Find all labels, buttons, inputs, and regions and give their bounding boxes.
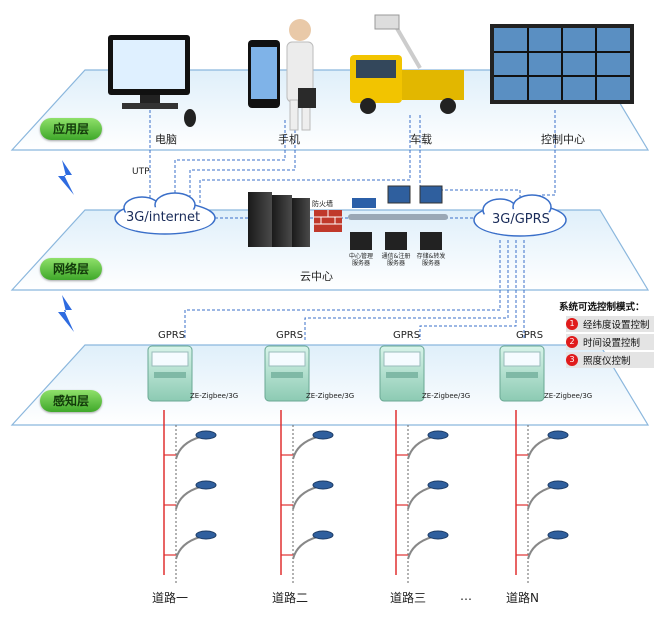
- gprs-label: GPRS: [393, 330, 421, 341]
- phone-icon: [248, 40, 280, 108]
- layer-badge-application: 应用层: [40, 118, 102, 140]
- lamp-arm: [527, 436, 553, 460]
- lamp-head-icon: [427, 430, 449, 440]
- lamp-arm: [407, 436, 433, 460]
- gateway-model-label: ZE-Zigbee/3G: [190, 392, 239, 400]
- lamp-arm: [292, 536, 318, 560]
- lamp-arm: [527, 486, 553, 510]
- gateways: [147, 345, 545, 402]
- lamp-arm: [527, 536, 553, 560]
- server-label: 通信&注册 服务器: [381, 253, 411, 267]
- road-label: 道路一: [152, 591, 189, 605]
- lamp-arm: [175, 436, 201, 460]
- layer-badge-network: 网络层: [40, 258, 102, 280]
- gprs-label: GPRS: [158, 330, 186, 341]
- gateway-device-icon: [499, 345, 545, 402]
- lamp-arm: [175, 536, 201, 560]
- lamp-head-icon: [312, 430, 334, 440]
- road-ellipsis: …: [460, 589, 472, 603]
- computer-icon: [108, 35, 196, 127]
- gprs-label: GPRS: [516, 330, 544, 341]
- gateway-device-icon: [379, 345, 425, 402]
- lamp-head-icon: [312, 480, 334, 490]
- lamp-arm: [292, 486, 318, 510]
- firewall-icon: [314, 210, 342, 232]
- mode-item: 3 照度仪控制: [566, 352, 654, 368]
- cloud-3g-internet: [114, 192, 216, 235]
- gateway-device-icon: [264, 345, 310, 402]
- label-vehicle: 车载: [410, 133, 432, 146]
- wireless-bolt-icon: [58, 295, 74, 332]
- road-label: 道路三: [390, 591, 427, 605]
- cloud-3g-gprs: [473, 194, 567, 237]
- lamp-head-icon: [195, 430, 217, 440]
- gateway-model-label: ZE-Zigbee/3G: [544, 392, 593, 400]
- network-switch-icon: [348, 185, 448, 220]
- cloud-label-gprs: 3G/GPRS: [492, 212, 550, 227]
- businessman-icon: [286, 19, 316, 131]
- gprs-label: GPRS: [276, 330, 304, 341]
- server-unit-icon: [350, 232, 442, 250]
- gateway-model-label: ZE-Zigbee/3G: [306, 392, 355, 400]
- label-cloud-center: 云中心: [300, 270, 333, 283]
- label-firewall: 防火墙: [312, 200, 333, 208]
- server-label: 中心管理 服务器: [348, 253, 373, 267]
- gateway-device-icon: [147, 345, 193, 402]
- road-label: 道路二: [272, 591, 309, 605]
- wireless-bolt-icon: [58, 160, 74, 195]
- lamp-arm: [292, 436, 318, 460]
- mode-label: 经纬度设置控制: [583, 320, 650, 331]
- gateway-model-label: ZE-Zigbee/3G: [422, 392, 471, 400]
- mode-label: 时间设置控制: [583, 338, 641, 349]
- lamp-head-icon: [312, 530, 334, 540]
- lamp-head-icon: [195, 480, 217, 490]
- mode-item: 2 时间设置控制: [566, 334, 654, 350]
- mode-number: 1: [566, 318, 578, 330]
- lamp-head-icon: [547, 530, 569, 540]
- label-utp: UTP: [132, 167, 150, 177]
- label-phone: 手机: [278, 133, 300, 146]
- lamp-arm: [407, 486, 433, 510]
- bucket-truck-icon: [350, 14, 464, 114]
- mode-number: 2: [566, 336, 578, 348]
- lamp-arm: [407, 536, 433, 560]
- lamp-arm: [175, 486, 201, 510]
- lamp-head-icon: [547, 480, 569, 490]
- mode-item: 1 经纬度设置控制: [566, 316, 654, 332]
- layer-badge-perception: 感知层: [40, 390, 102, 412]
- street-lights: [163, 410, 569, 585]
- lamp-head-icon: [195, 530, 217, 540]
- mode-label: 照度仪控制: [583, 356, 631, 367]
- cloud-label-internet: 3G/internet: [126, 210, 201, 225]
- lamp-head-icon: [427, 530, 449, 540]
- perception-plane: [10, 344, 650, 426]
- video-wall-icon: [490, 24, 634, 104]
- lamp-head-icon: [427, 480, 449, 490]
- modes-title: 系统可选控制模式：: [559, 302, 645, 313]
- lamp-head-icon: [547, 430, 569, 440]
- label-computer: 电脑: [155, 133, 177, 146]
- road-label: 道路N: [506, 591, 539, 605]
- server-label: 存储&转发 服务器: [416, 253, 446, 267]
- server-rack-icon: [248, 192, 310, 247]
- mode-number: 3: [566, 354, 578, 366]
- label-control-center: 控制中心: [541, 133, 585, 146]
